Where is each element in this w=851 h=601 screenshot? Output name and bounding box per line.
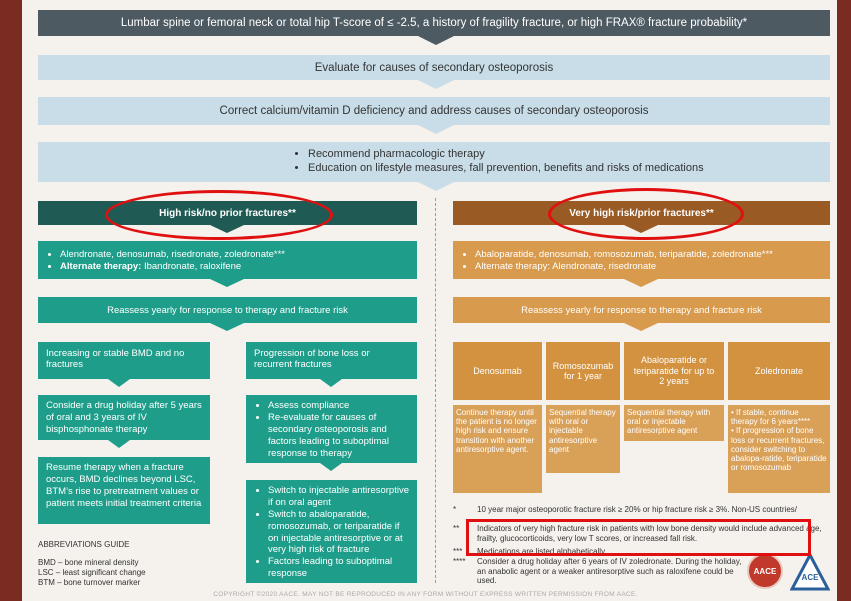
holiday-text: Consider a drug holiday after 5 years of… [46,400,202,435]
arrow-down-icon [320,379,342,387]
aace-logo-text: AACE [753,566,777,576]
right-edge-bar [837,0,851,601]
stable-box: Increasing or stable BMD and no fracture… [38,342,210,379]
footnote-text: Medications are listed alphabetically. [477,547,607,556]
left-therapy-item: Alternate therapy: Ibandronate, raloxife… [60,261,417,273]
criteria-box: Lumbar spine or femoral neck or total hi… [38,10,830,36]
holiday-box: Consider a drug holiday after 5 years of… [38,395,210,440]
abbreviations-title: ABBREVIATIONS GUIDE [38,540,130,549]
footnote-text: Consider a drug holiday after 6 years of… [477,557,742,586]
footnote-mark: *** [453,547,463,556]
right-therapy-item: Abaloparatide, denosumab, romosozumab, t… [475,249,830,261]
action-text: Sequential therapy with oral or injectab… [549,408,616,454]
switch-box: Switch to injectable antiresorptive if o… [246,480,417,583]
action-text: If progression of bone loss or recurrent… [731,426,827,473]
action-item: • If progression of bone loss or recurre… [731,426,827,473]
arrow-down-icon [108,379,130,387]
abbreviation-item: LSC – least significant change [38,568,146,577]
arrow-down-icon [624,279,658,287]
highlight-box-footnote [466,519,811,556]
resume-box: Resume therapy when a fracture occurs, B… [38,457,210,524]
drug-label: Romosozumab for 1 year [552,360,614,381]
action-zoledronate: • If stable, continue therapy for 6 year… [728,405,830,493]
footnote-4: **** Consider a drug holiday after 6 yea… [453,557,743,586]
criteria-text: Lumbar spine or femoral neck or total hi… [120,17,748,29]
abbreviation-item: BTM – bone turnover marker [38,578,141,587]
drug-zoledronate: Zoledronate [728,342,830,400]
assess-box: Assess compliance Re-evaluate for causes… [246,395,417,463]
switch-item: Switch to injectable antiresorptive if o… [268,485,409,509]
right-reassess-box: Reassess yearly for response to therapy … [453,297,830,323]
drug-label: Zoledronate [754,365,804,376]
left-therapy-box: Alendronate, denosumab, risedronate, zol… [38,241,417,279]
arrow-down-icon [418,36,454,45]
footnote-2: ** Indicators of very high fracture risk… [453,524,833,543]
drug-romosozumab: Romosozumab for 1 year [546,342,620,400]
correct-box: Correct calcium/vitamin D deficiency and… [38,97,830,125]
copyright: COPYRIGHT ©2020 AACE. MAY NOT BE REPRODU… [0,591,851,598]
action-text: Sequential therapy with oral or injectab… [627,408,711,436]
alt-therapy-value: Ibandronate, raloxifene [141,260,242,272]
footnote-3: *** Medications are listed alphabeticall… [453,547,833,557]
right-therapy-box: Abaloparatide, denosumab, romosozumab, t… [453,241,830,279]
footnote-text: Indicators of very high fracture risk in… [477,524,822,543]
drug-label: Abaloparatide or teriparatide for up to … [633,355,715,387]
action-item: • If stable, continue therapy for 6 year… [731,408,811,427]
recommend-box: Recommend pharmacologic therapy Educatio… [38,142,830,182]
switch-item: Switch to abaloparatide, romosozumab, or… [268,509,409,557]
arrow-down-icon [320,463,342,471]
arrow-down-icon [210,323,244,331]
ace-logo-text: ACE [801,573,819,582]
drug-abaloparatide: Abaloparatide or teriparatide for up to … [624,342,724,400]
right-therapy-item: Alternate therapy: Alendronate, risedron… [475,261,830,273]
action-text: Continue therapy until the patient is no… [456,408,537,454]
recommend-item: Recommend pharmacologic therapy [308,148,830,162]
highlight-ellipse-right [548,188,744,240]
correct-text: Correct calcium/vitamin D deficiency and… [219,105,649,117]
drug-label: Denosumab [473,365,522,376]
left-reassess-text: Reassess yearly for response to therapy … [107,304,348,316]
arrow-down-icon [624,323,658,331]
left-reassess-box: Reassess yearly for response to therapy … [38,297,417,323]
ace-triangle-icon [789,551,831,591]
resume-text: Resume therapy when a fracture occurs, B… [46,462,202,509]
abbreviations-guide: ABBREVIATIONS GUIDE BMD – bone mineral d… [38,540,238,588]
arrow-down-icon [418,125,454,134]
evaluate-box: Evaluate for causes of secondary osteopo… [38,55,830,80]
center-divider [435,198,436,583]
action-abaloparatide: Sequential therapy with oral or injectab… [624,405,724,441]
assess-item: Re-evaluate for causes of secondary oste… [268,412,409,460]
switch-item: Factors leading to suboptimal response [268,556,409,580]
footnote-mark: * [453,505,457,514]
footnote-mark: ** [453,524,460,533]
footnote-text: 10 year major osteoporotic fracture risk… [477,505,798,514]
highlight-ellipse-left [105,190,333,240]
ace-logo: ACE [789,551,831,591]
action-romosozumab: Sequential therapy with oral or injectab… [546,405,620,473]
left-edge-bar [0,0,22,601]
progression-box: Progression of bone loss or recurrent fr… [246,342,417,379]
right-reassess-text: Reassess yearly for response to therapy … [521,304,762,316]
footnote-1: * 10 year major osteoporotic fracture ri… [453,505,833,515]
drug-denosumab: Denosumab [453,342,542,400]
evaluate-text: Evaluate for causes of secondary osteopo… [314,61,554,74]
recommend-item: Education on lifestyle measures, fall pr… [308,162,830,176]
abbreviation-item: BMD – bone mineral density [38,558,139,567]
copyright-text: COPYRIGHT ©2020 AACE. MAY NOT BE REPRODU… [213,591,638,598]
progression-text: Progression of bone loss or recurrent fr… [254,348,370,370]
arrow-down-icon [108,440,130,448]
aace-logo: AACE [747,553,783,589]
arrow-down-icon [418,182,454,191]
arrow-down-icon [418,80,454,89]
stable-text: Increasing or stable BMD and no fracture… [46,348,185,370]
left-therapy-item: Alendronate, denosumab, risedronate, zol… [60,249,417,261]
assess-item: Assess compliance [268,400,409,412]
alt-therapy-label: Alternate therapy: [60,260,142,272]
arrow-down-icon [210,279,244,287]
footnote-mark: **** [453,557,466,566]
action-denosumab: Continue therapy until the patient is no… [453,405,542,493]
action-text: If stable, continue therapy for 6 years*… [731,408,811,427]
